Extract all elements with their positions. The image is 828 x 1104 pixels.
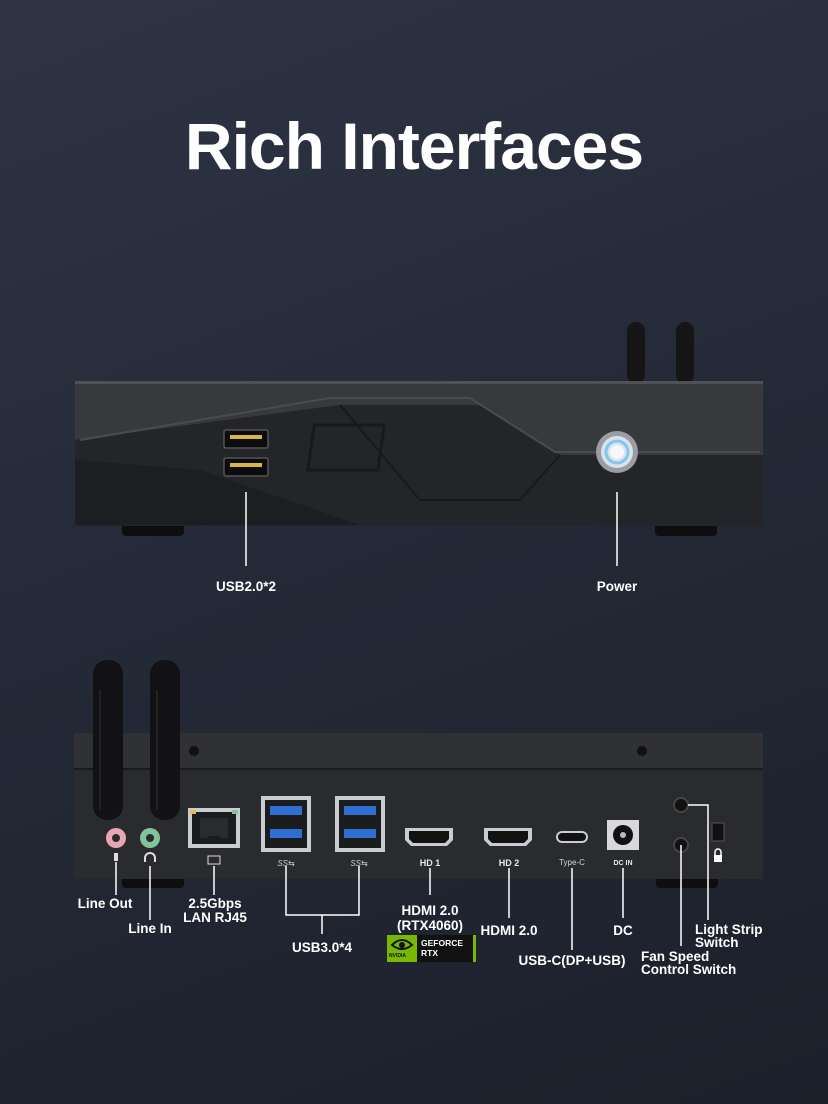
label-power: Power xyxy=(596,579,638,594)
hdmi-ports-icon xyxy=(405,828,532,846)
front-usb2-ports xyxy=(223,429,269,477)
label-lan-line2: LAN RJ45 xyxy=(183,910,247,925)
label-dc: DC xyxy=(613,923,633,938)
label-fan-line1: Fan Speed xyxy=(641,949,710,964)
front-antennas xyxy=(627,322,694,384)
silk-hd1: HD 1 xyxy=(419,858,441,868)
silk-ss1: SS⇆ xyxy=(277,859,295,868)
line-in-jack-icon xyxy=(140,828,160,862)
label-line-out: Line Out xyxy=(77,896,133,911)
dc-port-icon xyxy=(607,820,639,850)
line-out-jack-icon xyxy=(106,828,126,861)
label-hdmi1-line2: (RTX4060) xyxy=(396,918,464,933)
badge-line1: GEFORCE xyxy=(421,938,464,948)
label-usb2: USB2.0*2 xyxy=(215,579,277,594)
page-title: Rich Interfaces xyxy=(184,109,644,183)
switches-icon xyxy=(673,797,725,862)
label-line-in: Line In xyxy=(128,921,172,936)
label-fan-line2: Control Switch xyxy=(641,962,737,977)
label-hdmi2: HDMI 2.0 xyxy=(480,923,538,938)
label-light-line1: Light Strip xyxy=(695,922,763,937)
usb3-ports-icon xyxy=(261,796,385,852)
lan-port-icon xyxy=(188,808,240,865)
power-button-icon xyxy=(596,431,638,473)
silk-ss2: SS⇆ xyxy=(350,859,368,868)
label-light-line2: Switch xyxy=(695,935,739,950)
badge-line2: RTX xyxy=(421,948,438,958)
silk-hd2: HD 2 xyxy=(498,858,520,868)
nvidia-geforce-rtx-badge: NVIDIA GEFORCE RTX xyxy=(387,935,476,962)
label-lan-line1: 2.5Gbps xyxy=(188,896,242,911)
silk-dcin: DC IN xyxy=(613,860,633,867)
rear-antennas xyxy=(93,660,180,820)
label-usbc: USB-C(DP+USB) xyxy=(518,953,626,968)
usbc-port-icon xyxy=(556,831,588,843)
silk-typec: Type-C xyxy=(559,858,585,867)
nvidia-eye-icon: NVIDIA xyxy=(387,935,417,962)
label-hdmi1-line1: HDMI 2.0 xyxy=(401,903,459,918)
label-usb3: USB3.0*4 xyxy=(291,940,353,955)
